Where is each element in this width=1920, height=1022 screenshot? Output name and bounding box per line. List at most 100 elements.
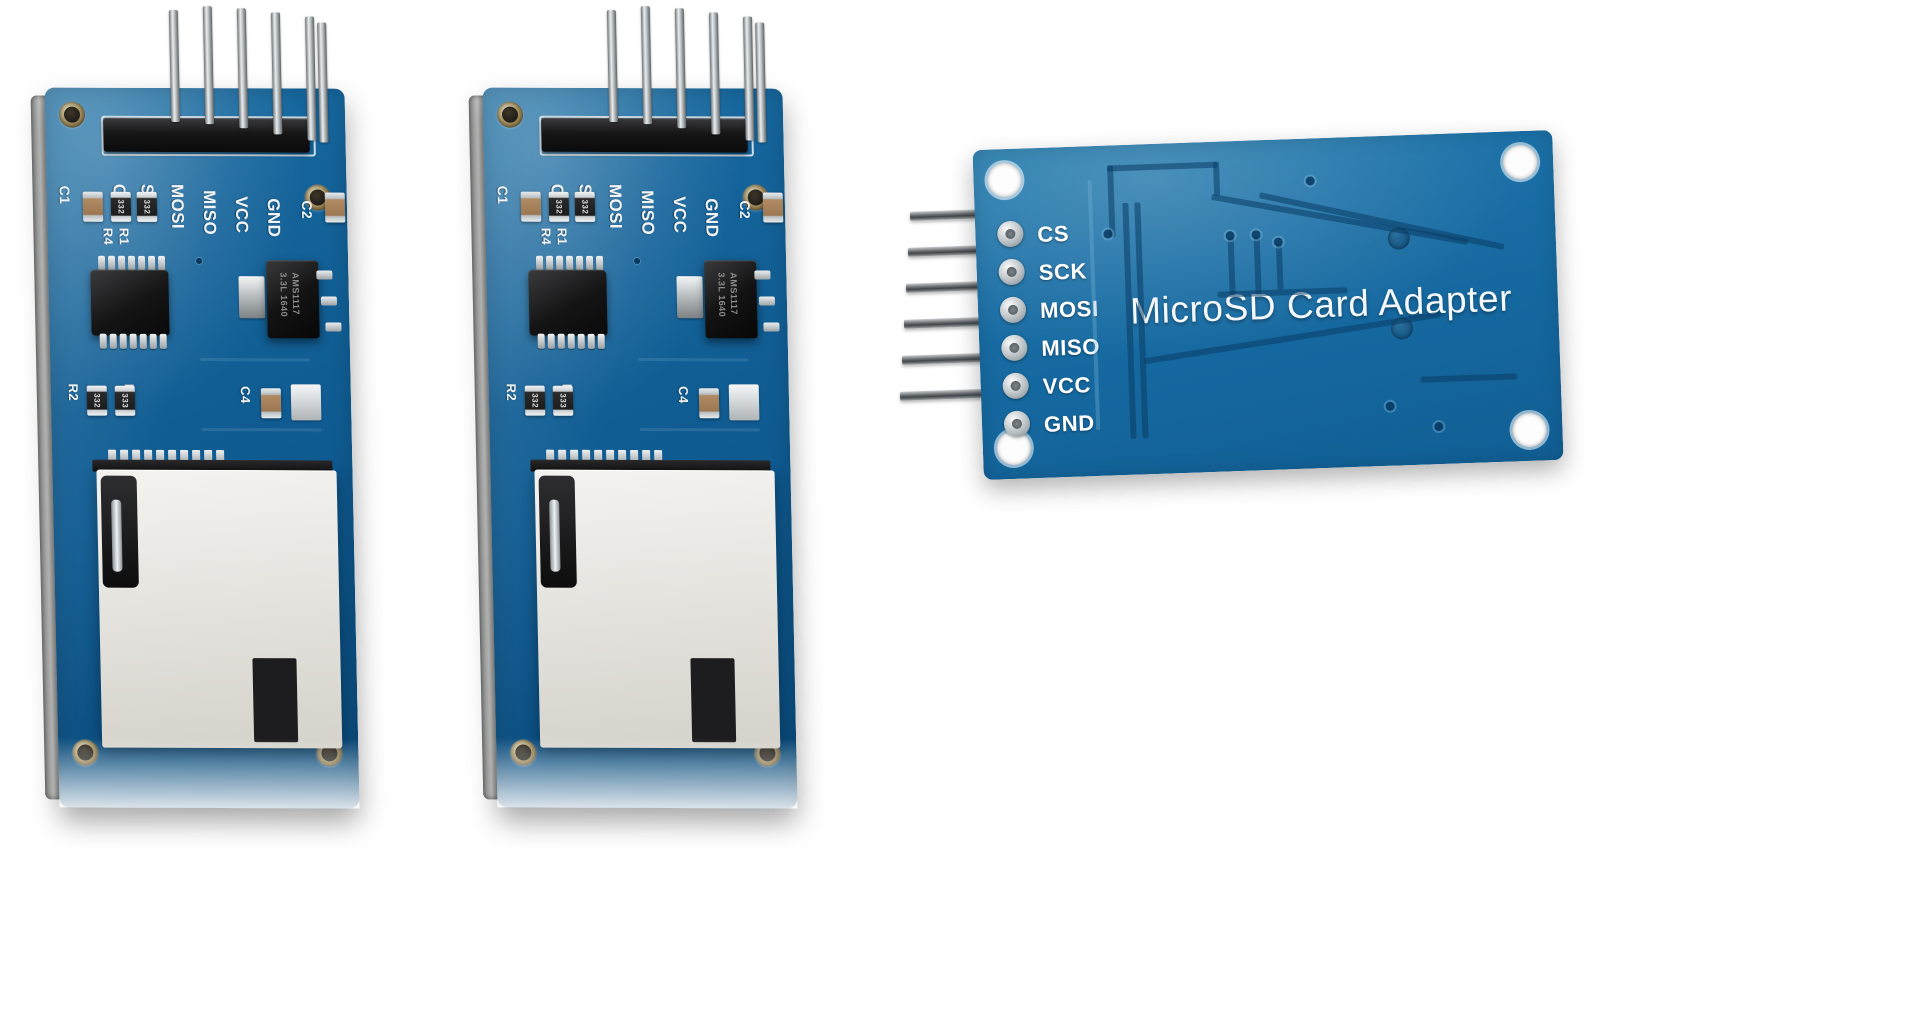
resistor-r2: 332 [524,385,546,416]
header-pin-1[interactable] [606,10,619,123]
back-trace-13 [1420,373,1517,383]
back-label-miso: MISO [1040,333,1101,361]
resistor-code-r4: 332 [554,199,564,215]
back-via-5 [1305,176,1315,186]
resistor-code-r4: 332 [116,199,126,215]
back-label-vcc: VCC [1042,372,1092,399]
ic-pads-bottom [99,333,167,349]
solder-pad-sck[interactable] [998,258,1026,286]
back-trace-3 [1212,161,1221,196]
voltage-regulator: AMS1117 3.3L 1640 [704,260,758,339]
silk-designator-c1: C1 [56,185,73,205]
pcb-back-body: CS SCK MOSI MISO VCC GND MicroSD Card Ad… [972,129,1564,481]
resistor-r1: 332 [574,191,596,222]
silk-label-mosi: MOSI [167,183,188,230]
back-label-sck: SCK [1038,258,1088,285]
solder-pad-vcc[interactable] [1002,372,1030,400]
header-pin-3[interactable] [236,8,249,129]
back-trace-10 [1275,243,1284,290]
header-pin-2[interactable] [640,6,653,125]
header-pin-4[interactable] [270,12,283,135]
microsd-module-back-group[interactable]: CS SCK MOSI MISO VCC GND MicroSD Card Ad… [899,129,1564,481]
header-pin-6[interactable] [317,22,329,143]
mounting-hole-bottom-right [1511,412,1548,448]
microsd-module-front-left[interactable]: CS SCK MOSI MISO VCC GND C1 R4 R1 C2 332… [30,6,360,809]
regulator-thermal-tab [676,276,704,319]
microsd-module-front-right[interactable]: CS SCK MOSI MISO VCC GND C1 R4 R1 C2 332… [468,6,798,809]
back-trace-4 [1211,193,1469,245]
capacitor-c4 [698,388,720,419]
solder-pad-cluster [290,384,322,421]
solder-pad-mosi[interactable] [999,296,1027,324]
pcb-trace-1 [200,358,311,362]
header-pin-4[interactable] [708,12,721,135]
header-pin-5[interactable] [304,16,317,141]
capacitor-c1 [520,191,542,222]
solder-pad-gnd[interactable] [1003,410,1031,438]
regulator-leg-1 [754,270,771,280]
back-via-6 [1385,401,1395,411]
back-trace-2 [1107,161,1218,172]
pcb-trace-2 [639,428,760,432]
resistor-code-r2: 332 [530,393,540,409]
ic-pads-top [97,255,166,271]
pcb-via-1 [196,258,203,265]
pcb-via-1 [634,258,641,265]
silk-designator-c2: C2 [736,200,754,220]
regulator-marking-line2: 3.3L 1640 [278,272,290,318]
header-pin-5[interactable] [742,16,755,141]
header-pin-2[interactable] [202,6,215,125]
regulator-thermal-tab [238,276,266,319]
resistor-r2: 332 [86,385,108,416]
capacitor-c2 [762,192,784,223]
regulator-marking-line1: AMS1117 [290,272,302,315]
back-trace-9 [1253,236,1262,295]
sd-socket-spring [111,499,123,572]
sd-socket-notch [690,658,737,743]
silk-designator-c4: C4 [237,386,254,404]
resistor-code-r1: 332 [142,199,152,215]
silk-label-miso: MISO [637,190,658,236]
surface-reflection [496,737,798,809]
level-shifter-ic [90,269,170,336]
capacitor-c4 [260,388,282,419]
silk-label-miso: MISO [199,190,220,236]
voltage-regulator: AMS1117 3.3L 1640 [266,260,320,339]
resistor-r1: 332 [136,191,158,222]
regulator-marking-line2: 3.3L 1640 [716,272,728,318]
silk-label-mosi: MOSI [605,183,626,230]
regulator-marking-line1: AMS1117 [728,272,740,315]
pcb-trace-1 [638,358,749,362]
silk-label-gnd: GND [701,198,722,238]
back-trace-1 [1107,165,1116,238]
regulator-leg-2 [320,296,338,306]
resistor-code-r2: 332 [92,393,102,409]
back-via-7 [1434,421,1444,432]
silk-designator-r1: R1 [116,227,132,246]
silk-designator-c2: C2 [298,200,316,220]
silk-designator-c1: C1 [494,185,511,205]
ic-pads-bottom [537,333,605,349]
solder-pad-miso[interactable] [1000,334,1028,362]
board-title: MicroSD Card Adapter [1129,277,1513,332]
header-pin-6[interactable] [755,22,767,143]
mounting-hole-top-right [1502,144,1538,180]
header-pin-3[interactable] [674,8,687,129]
header-pin-1[interactable] [168,10,181,123]
back-label-cs: CS [1036,220,1070,247]
regulator-leg-3 [763,322,780,332]
resistor-code-r1: 332 [580,199,590,215]
resistor-code-r3: 333 [120,393,130,409]
regulator-leg-2 [758,296,776,306]
solder-pad-cs[interactable] [996,220,1024,248]
silk-label-vcc: VCC [669,196,690,234]
resistor-r3: 333 [552,385,574,416]
solder-pad-cluster [728,384,760,421]
mounting-hole-top-left [496,101,524,128]
regulator-leg-1 [316,270,333,280]
silk-label-gnd: GND [263,198,284,238]
resistor-r4: 332 [110,191,132,222]
silk-designator-r1: R1 [554,227,570,246]
mounting-hole-top-left [986,162,1023,198]
